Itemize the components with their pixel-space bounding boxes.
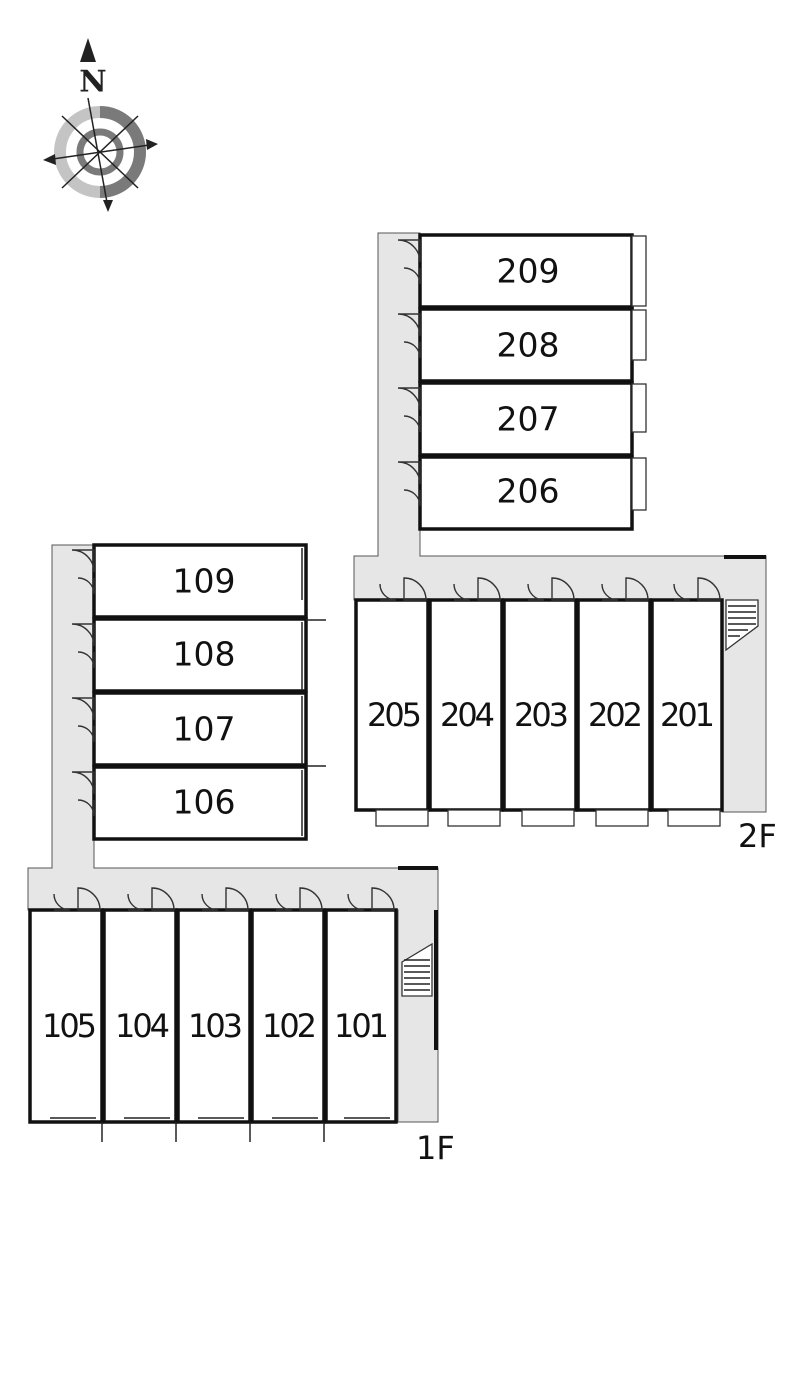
compass-rose-icon: N [43,38,158,212]
doors-2f-horizontal [379,577,721,601]
unit-209: 209 [418,233,634,309]
unit-105: 105 [28,908,104,1124]
unit-number: 105 [42,1007,95,1045]
unit-107: 107 [92,691,308,767]
unit-101: 101 [324,908,398,1124]
unit-207: 207 [418,381,634,457]
unit-number: 205 [367,696,420,734]
unit-number: 106 [173,783,236,822]
balconies-2f-south [375,809,721,827]
balconies-2f-east [631,235,647,511]
partitions-1f-east [301,548,326,836]
doors-2f-vertical [397,239,421,507]
stair-2f [725,599,759,652]
partitions-1f-south [50,1117,390,1142]
unit-109: 109 [92,543,308,619]
unit-number: 206 [497,472,560,511]
unit-number: 207 [497,400,560,439]
unit-203: 203 [502,598,578,812]
unit-102: 102 [250,908,326,1124]
floor-2f: 209 208 207 206 [353,232,777,855]
unit-204: 204 [428,598,504,812]
unit-number: 202 [588,696,641,734]
unit-number: 107 [173,710,236,749]
floor-label-2f: 2F [738,817,777,855]
unit-208: 208 [418,307,634,383]
unit-number: 203 [514,696,567,734]
doors-1f-vertical [71,549,95,817]
unit-number: 208 [497,326,560,365]
unit-number: 102 [262,1007,315,1045]
unit-number: 109 [173,562,236,601]
unit-201: 201 [650,598,724,812]
north-label: N [79,65,106,100]
floor-1f: 109 108 107 106 [27,543,455,1167]
floor-label-1f: 1F [416,1129,455,1167]
unit-206: 206 [418,455,634,531]
unit-number: 209 [497,252,560,291]
unit-number: 101 [334,1007,387,1045]
unit-202: 202 [576,598,652,812]
unit-103: 103 [176,908,252,1124]
doors-1f-horizontal [53,887,395,911]
unit-205: 205 [354,598,430,812]
unit-number: 108 [173,635,236,674]
unit-104: 104 [102,908,178,1124]
stair-1f [401,942,433,997]
unit-number: 204 [440,696,494,734]
unit-108: 108 [92,617,308,693]
unit-number: 104 [115,1007,169,1045]
unit-106: 106 [92,765,308,841]
unit-number: 103 [188,1007,241,1045]
unit-number: 201 [660,696,713,734]
